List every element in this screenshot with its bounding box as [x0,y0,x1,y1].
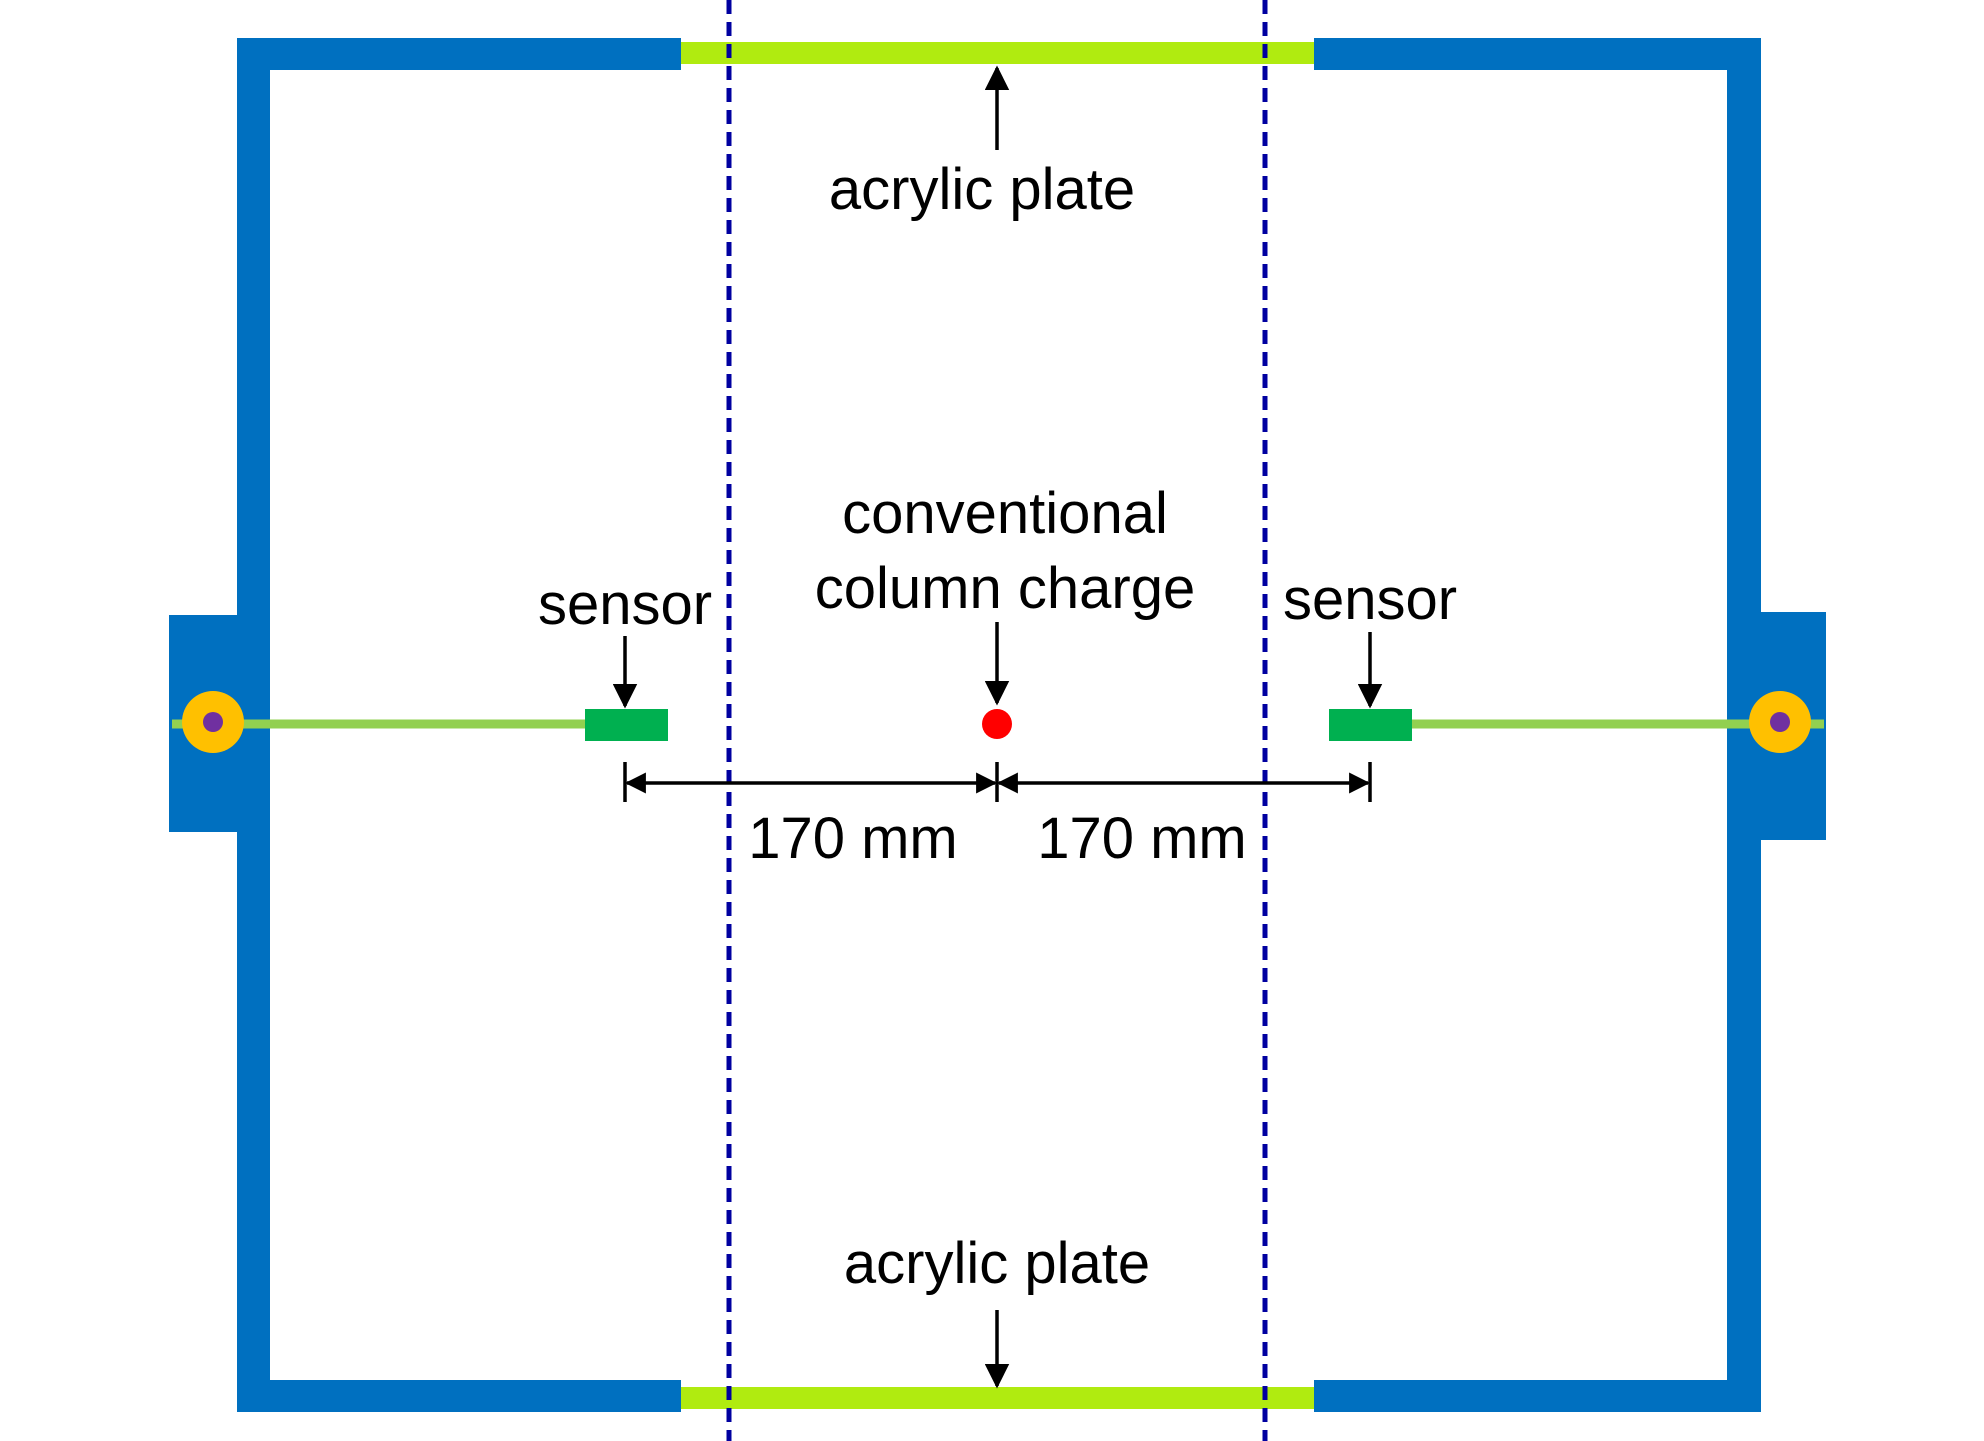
bottom-acrylic-plate [681,1387,1314,1409]
left-sensor [585,709,668,741]
right-connector-icon [1749,691,1811,753]
charge-label-line2: column charge [815,556,1195,621]
top-plate-label: acrylic plate [829,157,1135,222]
right-sensor-label: sensor [1283,567,1457,632]
dimension-lines [623,762,1372,802]
left-connector-icon [182,691,244,753]
frame-bottom-right-wall [1314,1380,1761,1412]
frame-top-left-wall [237,38,681,70]
charge-label-line1: conventional [842,481,1168,546]
left-sensor-label: sensor [538,572,712,637]
frame-top-right-wall [1314,38,1761,70]
left-distance-label: 170 mm [748,806,958,871]
right-sensor [1329,709,1412,741]
top-acrylic-plate [681,42,1314,64]
frame-bottom-left-wall [237,1380,681,1412]
right-distance-label: 170 mm [1037,806,1247,871]
bottom-plate-label: acrylic plate [844,1231,1150,1296]
column-charge-dot [982,709,1012,739]
